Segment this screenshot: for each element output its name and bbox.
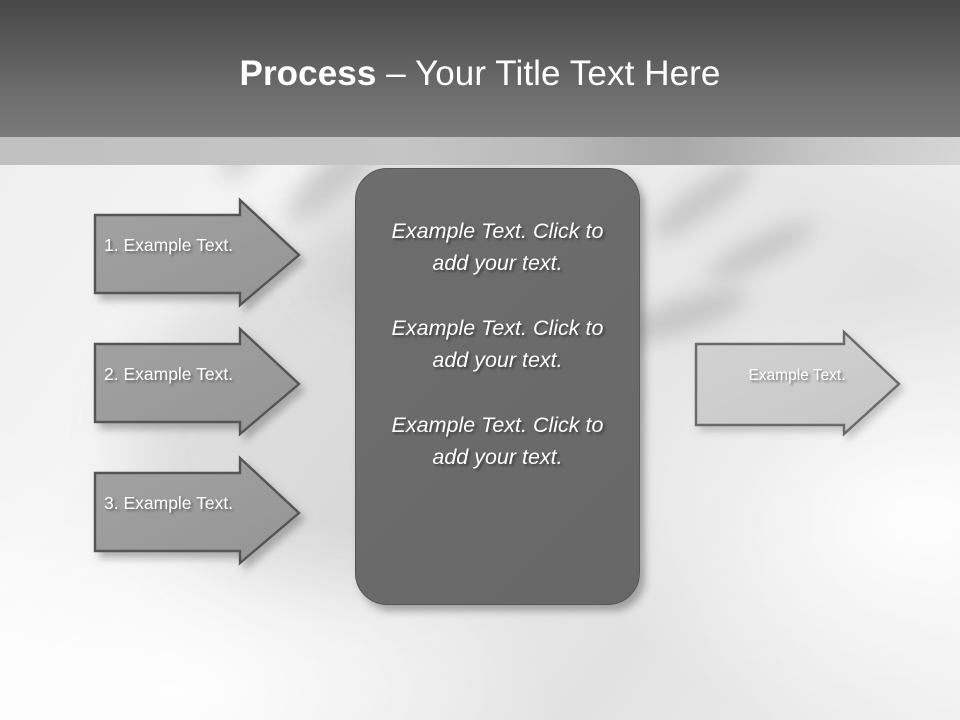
page-title-strong: Process [239,54,377,93]
right-arrow-icon [93,326,301,437]
input-arrow-1[interactable]: 1. Example Text. [90,193,305,308]
input-arrow-3-label: 3. Example Text. [104,493,234,513]
title-band-accent [0,137,960,165]
right-arrow-icon [93,197,301,308]
center-box-paragraph[interactable]: Example Text. Click to add your text. [391,219,604,275]
right-arrow-icon [93,455,301,566]
center-box-paragraph[interactable]: Example Text. Click to add your text. [391,316,604,372]
input-arrow-2[interactable]: 2. Example Text. [90,322,305,437]
right-arrow-icon [694,329,901,437]
input-arrow-2-label: 2. Example Text. [104,364,234,384]
process-center-box[interactable]: Example Text. Click to add your text. Ex… [355,168,640,605]
input-arrow-1-label: 1. Example Text. [104,235,234,255]
center-box-paragraph[interactable]: Example Text. Click to add your text. [391,413,604,469]
page-title-rest: – Your Title Text Here [376,54,721,93]
title-band: Process – Your Title Text Here [0,0,960,137]
title-band-accent-shade [560,137,820,165]
output-arrow-label: Example Text. [748,367,846,384]
input-arrow-3[interactable]: 3. Example Text. [90,451,305,566]
page-title: Process – Your Title Text Here [0,53,960,95]
output-arrow[interactable]: Example Text. [692,329,907,437]
